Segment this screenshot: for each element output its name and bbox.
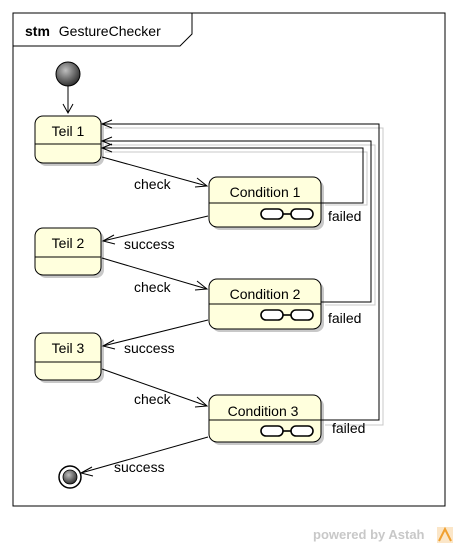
arrowhead [194,396,209,408]
edge-teil2-cond2 [101,257,208,290]
label-failed-2: failed [328,310,361,326]
label-success-2: success [124,340,175,356]
arrowhead [101,234,116,245]
label-failed-3: failed [332,420,365,436]
label-check-3: check [134,391,172,407]
watermark-text: powered by Astah [313,527,425,542]
transitions [62,86,380,477]
frame-kind: stm [25,23,50,39]
arrowhead [194,177,209,188]
label-failed-1: failed [328,208,361,224]
arrowhead [101,339,116,350]
state-label: Condition 1 [230,184,301,200]
submachine-icon [260,208,314,220]
initial-node-icon [55,61,81,87]
label-check-1: check [134,176,172,192]
frame-tab [12,12,193,47]
edge-cond2-failed [102,140,372,303]
frame-name: GestureChecker [59,23,161,39]
state-condition-1[interactable]: Condition 1 [208,176,322,228]
astah-logo-icon [437,526,453,543]
arrowhead [100,119,113,129]
state-label: Teil 3 [52,340,85,356]
state-teil2[interactable]: Teil 2 [34,227,102,276]
label-success-1: success [124,236,175,252]
state-label: Teil 2 [52,235,85,251]
final-node-icon [58,465,82,489]
edge-cond3-failed [102,123,380,421]
edge-teil1-cond1 [101,156,208,187]
state-teil1[interactable]: Teil 1 [34,115,102,164]
label-check-2: check [134,279,172,295]
arrowhead [100,143,113,153]
state-condition-3[interactable]: Condition 3 [208,394,322,443]
return-line-shadows [105,127,384,426]
arrowhead [100,136,113,146]
submachine-icon [260,425,314,437]
frame-title: stm GestureChecker [25,23,161,39]
state-label: Teil 1 [52,123,85,139]
edge-teil3-cond3 [101,368,208,407]
label-success-3: success [114,459,165,475]
edge-cond1-teil2 [102,215,209,242]
edge-cond3-final [80,436,209,474]
state-label: Condition 3 [228,403,299,419]
state-condition-2[interactable]: Condition 2 [208,278,322,330]
state-label: Condition 2 [230,286,301,302]
edge-cond1-failed [102,147,364,204]
arrowhead [62,103,74,115]
state-teil3[interactable]: Teil 3 [34,332,102,381]
arrowhead [194,280,209,291]
edge-cond2-teil3 [102,319,209,347]
submachine-icon [260,309,314,321]
